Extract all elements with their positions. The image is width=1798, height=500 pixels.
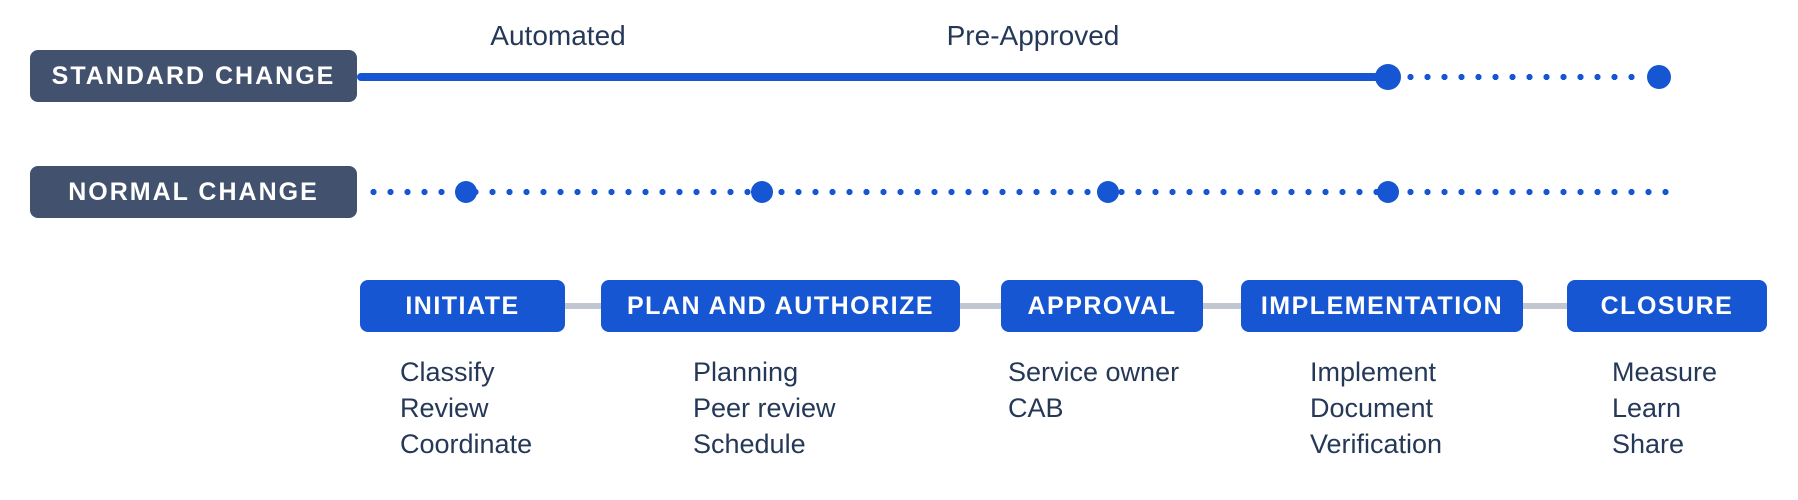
task-item: Implement [1310,357,1437,387]
stage-chip-implementation: IMPLEMENTATION [1241,280,1523,332]
normal-change-milestone-dot-4 [1377,181,1399,203]
task-item: Measure [1612,357,1718,387]
standard-change-milestone-dot [1375,64,1401,90]
task-item: Coordinate [400,429,533,459]
standard-change-dotted-line [1402,73,1642,81]
task-item: CAB [1008,393,1064,423]
task-item: Review [400,393,489,423]
normal-change-milestone-dot-3 [1097,181,1119,203]
task-item: Verification [1310,429,1443,459]
stage-chip-initiate: INITIATE [360,280,565,332]
task-item: Share [1612,429,1685,459]
stage-chip-closure: CLOSURE [1567,280,1767,332]
stage-tasks-initiate: Classify Review Coordinate [400,354,532,462]
standard-change-badge: STANDARD CHANGE [30,50,357,102]
stage-tasks-closure: Measure Learn Share [1612,354,1717,462]
stage-tasks-plan-and-authorize: Planning Peer review Schedule [693,354,836,462]
normal-change-badge: NORMAL CHANGE [30,166,357,218]
stage-chip-approval: APPROVAL [1001,280,1203,332]
stage-tasks-approval: Service owner CAB [1008,354,1179,426]
task-item: Schedule [693,429,806,459]
task-item: Classify [400,357,495,387]
task-item: Peer review [693,393,836,423]
pre-approved-label: Pre-Approved [946,20,1120,51]
normal-change-milestone-dot-1 [455,181,477,203]
stage-chip-plan-and-authorize: PLAN AND AUTHORIZE [601,280,960,332]
normal-change-milestone-dot-2 [751,181,773,203]
task-item: Learn [1612,393,1682,423]
standard-change-solid-line [357,73,1388,81]
task-item: Planning [693,357,799,387]
automated-label: Automated [490,20,626,51]
normal-change-dotted-line [365,188,1669,196]
stage-tasks-implementation: Implement Document Verification [1310,354,1442,462]
standard-change-end-dot [1647,65,1671,89]
task-item: Document [1310,393,1434,423]
task-item: Service owner [1008,357,1180,387]
